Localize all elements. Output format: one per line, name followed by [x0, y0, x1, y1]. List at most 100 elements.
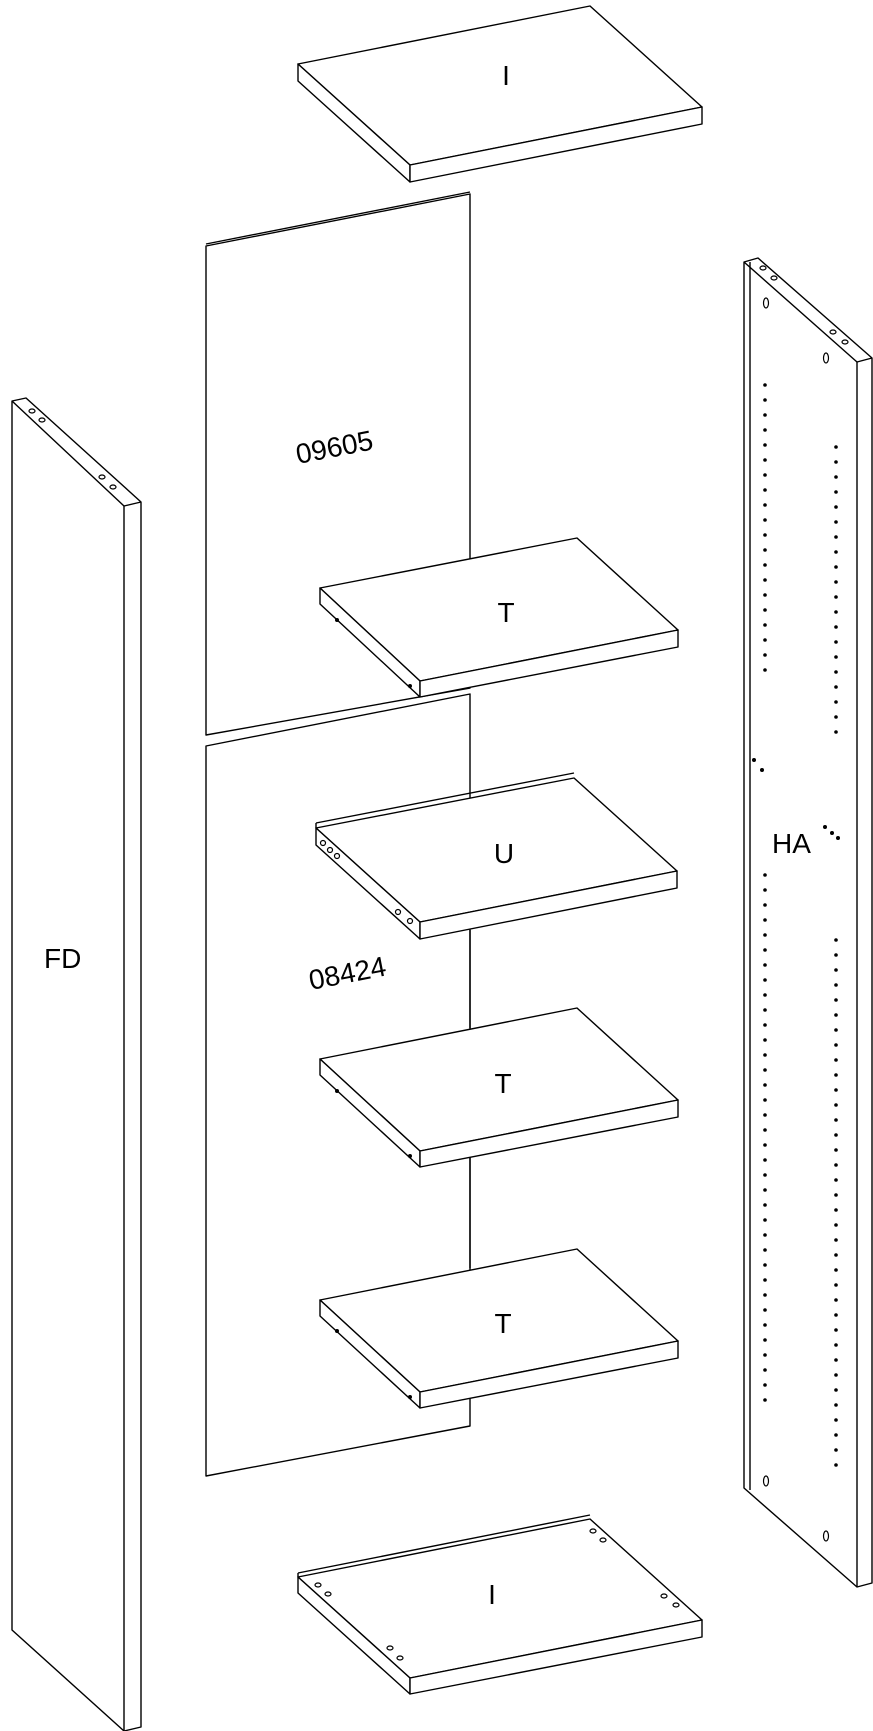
left-side-panel-label: FD — [44, 943, 81, 974]
shelf-pin-hole — [834, 1388, 838, 1392]
shelf-pin-hole — [834, 983, 838, 987]
shelf-pin-hole — [834, 610, 838, 614]
shelf-pin-hole — [763, 458, 767, 462]
shelf-pin-hole — [834, 550, 838, 554]
shelf-pin-hole — [834, 535, 838, 539]
shelf-pin-hole — [834, 1058, 838, 1062]
shelf-lower: T — [319, 1248, 679, 1409]
shelf-pin-hole — [763, 948, 767, 952]
shelf-pin-hole — [834, 1313, 838, 1317]
shelf-pin-hole — [763, 1188, 767, 1192]
shelf-pin-hole — [763, 488, 767, 492]
shelf-pin-hole — [763, 1278, 767, 1282]
shelf-pin-hole — [763, 428, 767, 432]
shelf-pin-hole — [834, 1373, 838, 1377]
shelf-pin-hole — [834, 1298, 838, 1302]
shelf-pin-holes — [763, 383, 838, 1467]
shelf-pin-hole — [763, 1308, 767, 1312]
shelf-pin-hole — [763, 1398, 767, 1402]
shelf-pin-hole — [763, 383, 767, 387]
shelf-pin-hole — [763, 1158, 767, 1162]
shelf-pin-hole — [763, 548, 767, 552]
right-panel-hole — [829, 329, 837, 335]
left-panel-hole — [28, 408, 36, 414]
shelf-pin-hole — [763, 903, 767, 907]
right-side-panel: HA — [743, 257, 873, 1588]
shelf-pin-hole — [834, 1238, 838, 1242]
right-panel-hole — [759, 265, 767, 271]
shelf-pin-hole — [763, 1368, 767, 1372]
shelf-middle-label: T — [494, 1068, 511, 1099]
shelf-pin-hole — [763, 533, 767, 537]
shelf-pin-hole — [763, 608, 767, 612]
shelf-pin-hole — [763, 653, 767, 657]
shelf-pin-hole — [763, 1203, 767, 1207]
shelf-pin-hole — [834, 1268, 838, 1272]
shelf-pin-hole — [763, 638, 767, 642]
shelf-pin-hole — [763, 1098, 767, 1102]
left-panel-hole — [109, 484, 117, 490]
shelf-pin-hole — [763, 518, 767, 522]
shelf-pin-hole — [834, 953, 838, 957]
shelf-pin-hole — [834, 1418, 838, 1422]
shelf-pin-hole — [763, 623, 767, 627]
shelf-pin-hole — [834, 520, 838, 524]
right-panel-hole — [762, 1475, 770, 1487]
shelf-pin-hole — [763, 1383, 767, 1387]
shelf-pin-hole — [763, 1323, 767, 1327]
shelf-pin-hole — [834, 1283, 838, 1287]
bottom-panel: I — [297, 1514, 703, 1695]
shelf-pin-hole — [763, 1218, 767, 1222]
shelf-pin-hole — [763, 978, 767, 982]
shelf-pin-hole — [763, 1293, 767, 1297]
shelf-pin-hole — [834, 700, 838, 704]
shelf-pin-hole — [763, 933, 767, 937]
shelf-pin-hole — [763, 593, 767, 597]
shelf-pin-hole — [834, 1403, 838, 1407]
shelf-pin-hole — [834, 1103, 838, 1107]
shelf-pin-hole — [763, 1038, 767, 1042]
shelf-upper-label: T — [497, 597, 514, 628]
shelf-pin-hole — [763, 918, 767, 922]
shelf-pin-hole — [834, 1118, 838, 1122]
shelf-pin-hole — [763, 1068, 767, 1072]
shelf-pin-hole — [834, 1448, 838, 1452]
shelf-pin-hole — [834, 1253, 838, 1257]
shelf-pin-hole — [763, 1128, 767, 1132]
shelf-pin-hole — [763, 1113, 767, 1117]
shelf-fixed-label: U — [494, 838, 514, 869]
shelf-pin-hole — [834, 938, 838, 942]
shelf-pin-hole — [834, 1073, 838, 1077]
shelf-pin-hole — [834, 1358, 838, 1362]
shelf-pin-hole — [834, 670, 838, 674]
shelf-pin-hole — [834, 460, 838, 464]
shelf-pin-hole — [834, 1463, 838, 1467]
shelf-pin-hole — [834, 1028, 838, 1032]
shelf-pin-hole — [763, 1173, 767, 1177]
shelf-pin-hole — [763, 398, 767, 402]
shelf-pin-hole — [763, 1083, 767, 1087]
shelf-pin-hole — [834, 1178, 838, 1182]
right-panel-hole — [762, 297, 770, 309]
left-side-panel: FD — [11, 397, 142, 1731]
shelf-pin-hole — [763, 873, 767, 877]
shelf-pin-hole — [834, 640, 838, 644]
shelf-pin-hole — [834, 445, 838, 449]
shelf-fixed: U — [315, 772, 678, 940]
shelf-pin-hole — [834, 1223, 838, 1227]
shelf-pin-hole — [834, 1328, 838, 1332]
shelf-pin-hole — [763, 888, 767, 892]
shelf-pin-hole — [763, 1233, 767, 1237]
shelf-pin-hole — [834, 595, 838, 599]
shelf-pin-hole — [834, 1013, 838, 1017]
shelf-pin-hole — [834, 1208, 838, 1212]
shelf-middle: T — [319, 1007, 679, 1168]
right-panel-hole — [822, 352, 830, 364]
shelf-pin-hole — [834, 730, 838, 734]
shelf-pin-hole — [834, 1133, 838, 1137]
shelf-upper: T — [319, 537, 679, 698]
shelf-pin-hole — [763, 993, 767, 997]
shelf-pin-hole — [836, 836, 840, 840]
left-panel-hole — [98, 474, 106, 480]
shelf-pin-hole — [763, 563, 767, 567]
